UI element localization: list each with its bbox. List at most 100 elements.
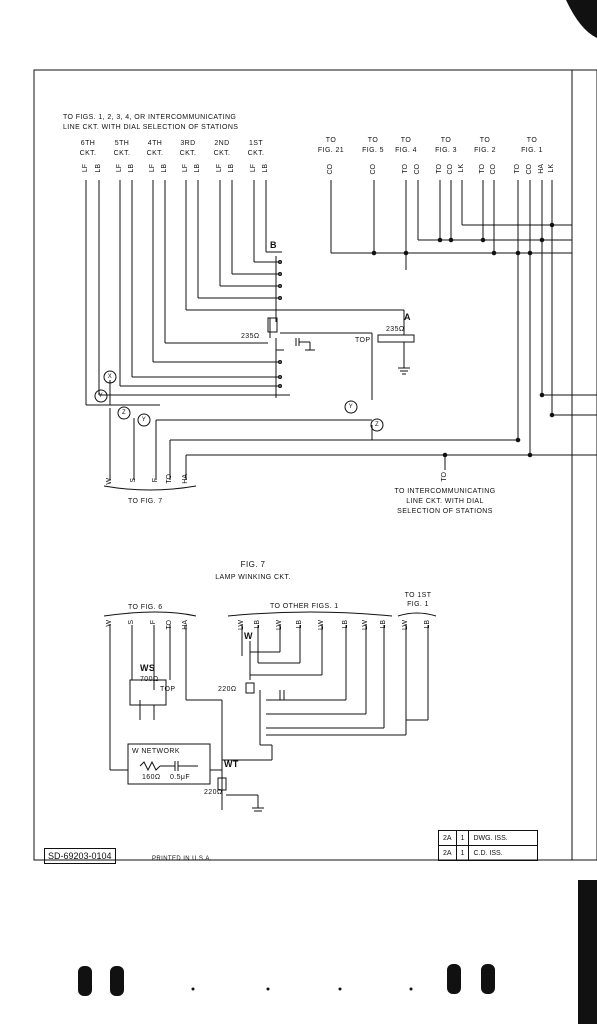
w-relay-resistance: 220Ω [218, 686, 237, 693]
top-note-line-1: TO FIGS. 1, 2, 3, 4, OR INTERCOMMUNICATI… [63, 114, 237, 121]
top-note-line-2: LINE CKT. WITH DIAL SELECTION OF STATION… [63, 124, 239, 131]
lead-lw: LW [362, 620, 369, 630]
to-label: TO [400, 137, 412, 144]
right-fig-4: FIG. 4 [395, 147, 417, 154]
relay-b-resistance: 235Ω [241, 333, 260, 340]
issue-text: C.D. ISS. [468, 845, 539, 861]
relay-a [280, 309, 415, 400]
lead-to: TO [436, 164, 443, 174]
to-label: TO [479, 137, 491, 144]
lead-lb: LB [424, 620, 431, 629]
lead-to-intercom: TO [441, 472, 448, 482]
issue-number: 1 [455, 830, 470, 846]
marker-y: Y [98, 393, 104, 399]
lead-to: TO [166, 474, 173, 484]
wt-relay-label: WT [224, 759, 239, 769]
lead-lw: LW [402, 620, 409, 630]
lead-co: CO [447, 164, 454, 175]
lead-lb: LB [254, 620, 261, 629]
to-label: TO [440, 137, 452, 144]
lead-to: TO [479, 164, 486, 174]
ws-relay-box [129, 679, 167, 706]
lead-w: W [106, 478, 113, 485]
to-fig7-label: TO FIG. 7 [128, 498, 163, 505]
to-label: TO [526, 137, 538, 144]
relay-a-label: A [404, 312, 411, 322]
right-fig-3: FIG. 3 [435, 147, 457, 154]
fig6-markers [94, 370, 384, 432]
circuit-label-6th: 6TH [80, 140, 96, 147]
lead-lb: LB [380, 620, 387, 629]
intercom-note-1: TO INTERCOMMUNICATING [394, 488, 496, 495]
lead-ha: HA [538, 164, 545, 174]
lead-lk: LK [458, 164, 465, 173]
circuit-label-5th: 5TH [114, 140, 130, 147]
lead-lk: LK [548, 164, 555, 173]
lead-lf: LF [216, 164, 223, 173]
marker-z: Z [374, 422, 380, 428]
w-network-box [127, 743, 211, 785]
lead-co: CO [526, 164, 533, 175]
fig6-lead-bus [85, 180, 282, 406]
right-fig-21: FIG. 21 [317, 147, 345, 154]
marker-z: Z [121, 410, 127, 416]
relay-b-stack [267, 256, 290, 398]
lead-to: TO [402, 164, 409, 174]
to-label: TO [367, 137, 379, 144]
page-corner-bottom [578, 880, 597, 1024]
circuit-label-4th: 4TH [147, 140, 163, 147]
ckt-label: CKT. [179, 150, 197, 157]
lead-lf: LF [82, 164, 89, 173]
fig7-subtitle: LAMP WINKING CKT. [215, 574, 291, 581]
circuit-label-1st: 1ST [248, 140, 264, 147]
lead-lb: LB [262, 164, 269, 173]
issue-row: 2A 1 DWG. ISS. [410, 830, 539, 846]
to-other-figs-label: TO OTHER FIGS. 1 [270, 603, 339, 610]
junction-dots [371, 222, 555, 458]
lead-lb: LB [128, 164, 135, 173]
relay-a-top-label: TOP [355, 337, 371, 344]
lead-lb: LB [194, 164, 201, 173]
lead-w: W [106, 620, 113, 627]
lead-lb: LB [161, 164, 168, 173]
lead-to: TO [166, 620, 173, 630]
to-label: TO [325, 137, 337, 144]
drawing-border [33, 69, 597, 861]
lead-lf: LF [149, 164, 156, 173]
ckt-label: CKT. [247, 150, 265, 157]
circuit-label-2nd: 2ND [214, 140, 230, 147]
lead-co: CO [414, 164, 421, 175]
relay-b-label: B [270, 240, 277, 250]
lead-lw: LW [318, 620, 325, 630]
fig6-right-feeders [330, 180, 597, 456]
ckt-label: CKT. [113, 150, 131, 157]
right-fig-1: FIG. 1 [521, 147, 543, 154]
ckt-label: CKT. [79, 150, 97, 157]
lead-co: CO [490, 164, 497, 175]
issue-row: 2A 1 C.D. ISS. [410, 845, 539, 861]
w-relay-label: W [244, 631, 253, 641]
lead-co: CO [327, 164, 334, 175]
lead-s: S [128, 620, 135, 625]
lead-lw: LW [238, 620, 245, 630]
right-fig-2: FIG. 2 [474, 147, 496, 154]
ws-relay-label: WS [140, 663, 156, 673]
lead-to: TO [514, 164, 521, 174]
lead-lb: LB [342, 620, 349, 629]
wt-relay-resistance: 220Ω [204, 789, 223, 796]
marker-y: Y [141, 417, 147, 423]
lead-lb: LB [296, 620, 303, 629]
issue-text: DWG. ISS. [468, 830, 539, 846]
to-1st-label: TO 1ST [404, 592, 432, 599]
relay-a-resistance: 235Ω [386, 326, 405, 333]
fig7-title: FIG. 7 [240, 560, 266, 569]
w-network-title: W NETWORK [132, 748, 180, 755]
lead-lb: LB [228, 164, 235, 173]
lead-s: S [130, 478, 137, 483]
drawing-number: SD-69203-0104 [44, 848, 116, 864]
intercom-note-2: LINE CKT. WITH DIAL [406, 498, 484, 505]
circuit-label-3rd: 3RD [180, 140, 196, 147]
issue-rev: 2A [438, 845, 457, 861]
fig6-bottom-returns [103, 380, 530, 491]
lead-lw: LW [276, 620, 283, 630]
